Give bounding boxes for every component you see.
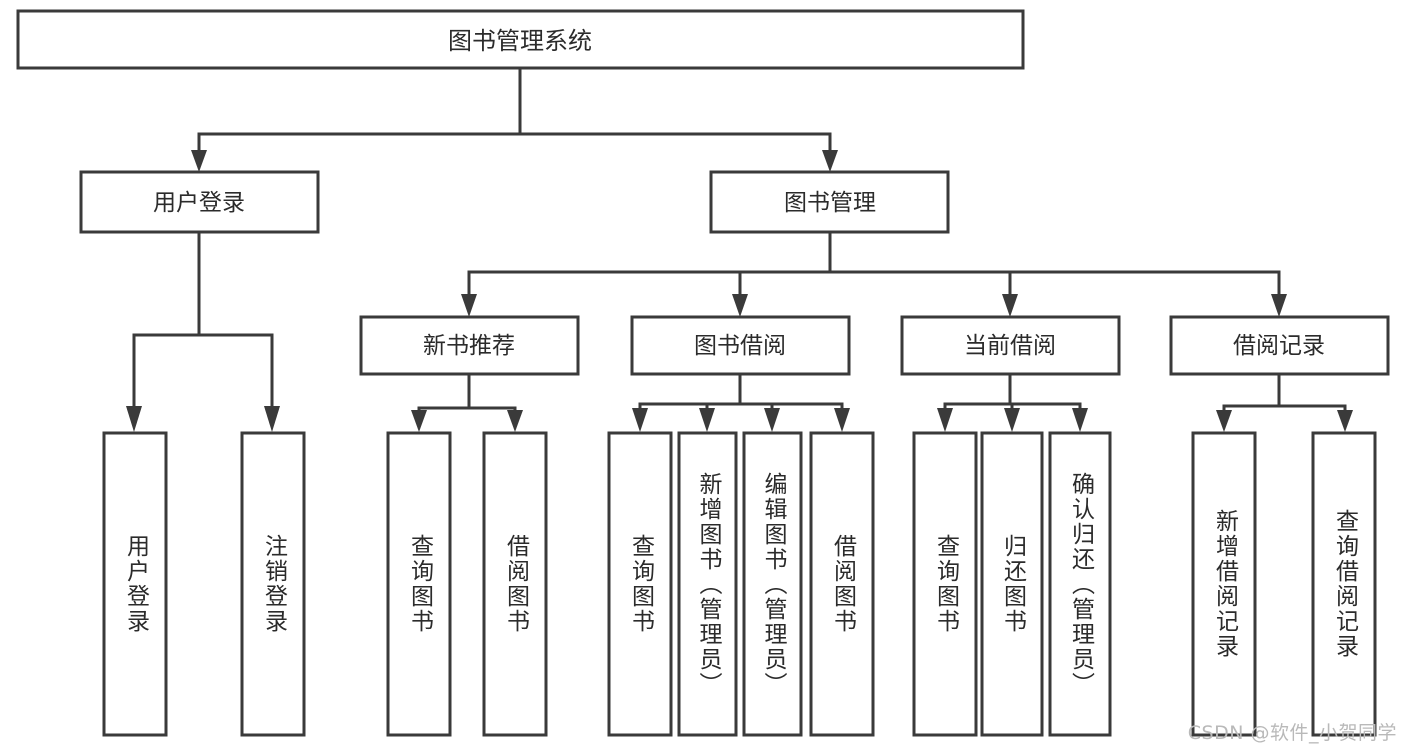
arrowhead-ul-l1: [126, 406, 142, 432]
leaf-borrow-4-box[interactable]: [809, 431, 875, 737]
leaf-current-1-box[interactable]: [912, 431, 978, 737]
arrowhead-new-book: [461, 294, 477, 317]
node-root-box[interactable]: [16, 9, 1025, 70]
node-user-login-box[interactable]: [79, 170, 320, 234]
node-book-manage-box[interactable]: [709, 170, 950, 234]
arrowhead-ul-l2: [264, 406, 280, 432]
leaf-borrow-1-box[interactable]: [607, 431, 673, 737]
node-root-label: 图书管理系统: [448, 27, 592, 55]
leaf-borrow-2-box[interactable]: [677, 431, 738, 737]
leaf-current-3-box[interactable]: [1048, 431, 1112, 737]
leaf-new-book-2-box[interactable]: [482, 431, 548, 737]
arrowhead-user-login: [191, 150, 207, 172]
node-book-manage-label: 图书管理: [784, 190, 876, 216]
leaf-user-login-2-box[interactable]: [240, 431, 306, 737]
arrowhead-nb-l2: [507, 410, 523, 432]
leaf-borrow-3-box[interactable]: [742, 431, 803, 737]
arrowhead-bo-l4: [834, 408, 850, 432]
node-records-label: 借阅记录: [1233, 333, 1325, 359]
arrowhead-re-l1: [1216, 410, 1232, 432]
leaf-current-2-box[interactable]: [980, 431, 1044, 737]
node-new-book-label: 新书推荐: [423, 333, 515, 359]
node-borrow-box[interactable]: [630, 315, 851, 376]
arrowhead-nb-l1: [411, 410, 427, 432]
node-current-box[interactable]: [900, 315, 1121, 376]
arrowhead-bo-l3: [764, 408, 780, 432]
arrowhead-cu-l1: [937, 408, 953, 432]
node-records-box[interactable]: [1169, 315, 1390, 376]
arrowhead-cu-l3: [1072, 408, 1088, 432]
node-new-book-box[interactable]: [359, 315, 580, 376]
connector-group: [126, 66, 1353, 432]
leaf-new-book-1-box[interactable]: [386, 431, 452, 737]
leaf-records-1-box[interactable]: [1191, 431, 1257, 737]
node-current-label: 当前借阅: [964, 333, 1056, 359]
arrowhead-bo-l1: [632, 408, 648, 432]
arrowhead-bo-l2: [699, 408, 715, 432]
arrowhead-book-manage: [822, 150, 838, 172]
node-user-login-label: 用户登录: [153, 190, 245, 216]
arrowhead-records: [1271, 294, 1287, 317]
arrowhead-borrow: [732, 294, 748, 317]
arrowhead-current: [1002, 294, 1018, 317]
node-borrow-label: 图书借阅: [694, 333, 786, 359]
watermark-text: CSDN @软件_小贺同学: [1187, 722, 1397, 744]
arrowhead-re-l2: [1337, 410, 1353, 432]
arrowhead-cu-l2: [1004, 408, 1020, 432]
leaf-records-2-box[interactable]: [1311, 431, 1377, 737]
leaf-user-login-1-box[interactable]: [102, 431, 168, 737]
